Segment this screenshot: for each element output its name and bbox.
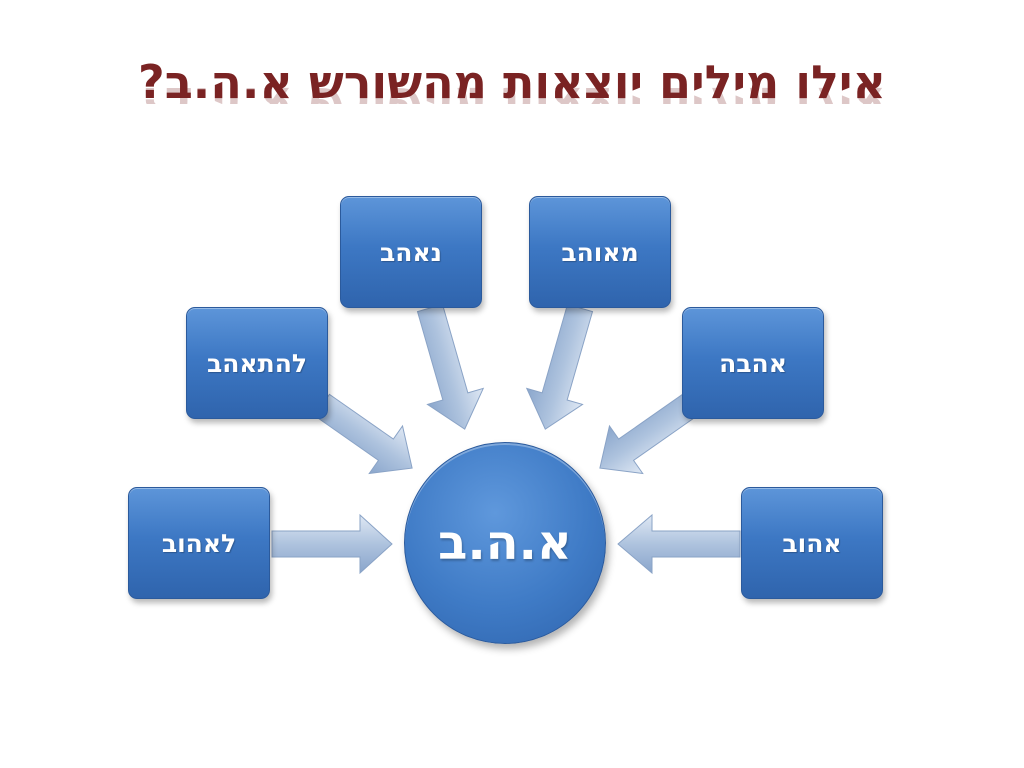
node-left-bottom: לאהוב bbox=[128, 487, 270, 599]
arrow-top-left bbox=[416, 303, 485, 430]
center-label: א.ה.ב bbox=[438, 515, 572, 571]
slide-title: אילו מילים יוצאות מהשורש א.ה.ב? bbox=[138, 55, 886, 109]
node-label: נאהב bbox=[380, 237, 442, 267]
node-top-right: מאוהב bbox=[529, 196, 671, 308]
arrow-left-bottom bbox=[271, 513, 393, 575]
center-root-circle: א.ה.ב bbox=[404, 442, 606, 644]
arrow-right-middle bbox=[599, 393, 699, 475]
node-right-bottom: אהוב bbox=[741, 487, 883, 599]
arrow-left-middle bbox=[313, 393, 413, 475]
node-label: להתאהב bbox=[207, 348, 307, 378]
node-label: אהוב bbox=[782, 528, 842, 558]
node-label: מאוהב bbox=[561, 237, 639, 267]
node-right-middle: אהבה bbox=[682, 307, 824, 419]
node-label: לאהוב bbox=[161, 528, 237, 558]
arrow-right-bottom bbox=[617, 513, 741, 575]
node-left-middle: להתאהב bbox=[186, 307, 328, 419]
node-label: אהבה bbox=[719, 348, 787, 378]
arrow-top-right bbox=[525, 303, 594, 430]
node-top-left: נאהב bbox=[340, 196, 482, 308]
